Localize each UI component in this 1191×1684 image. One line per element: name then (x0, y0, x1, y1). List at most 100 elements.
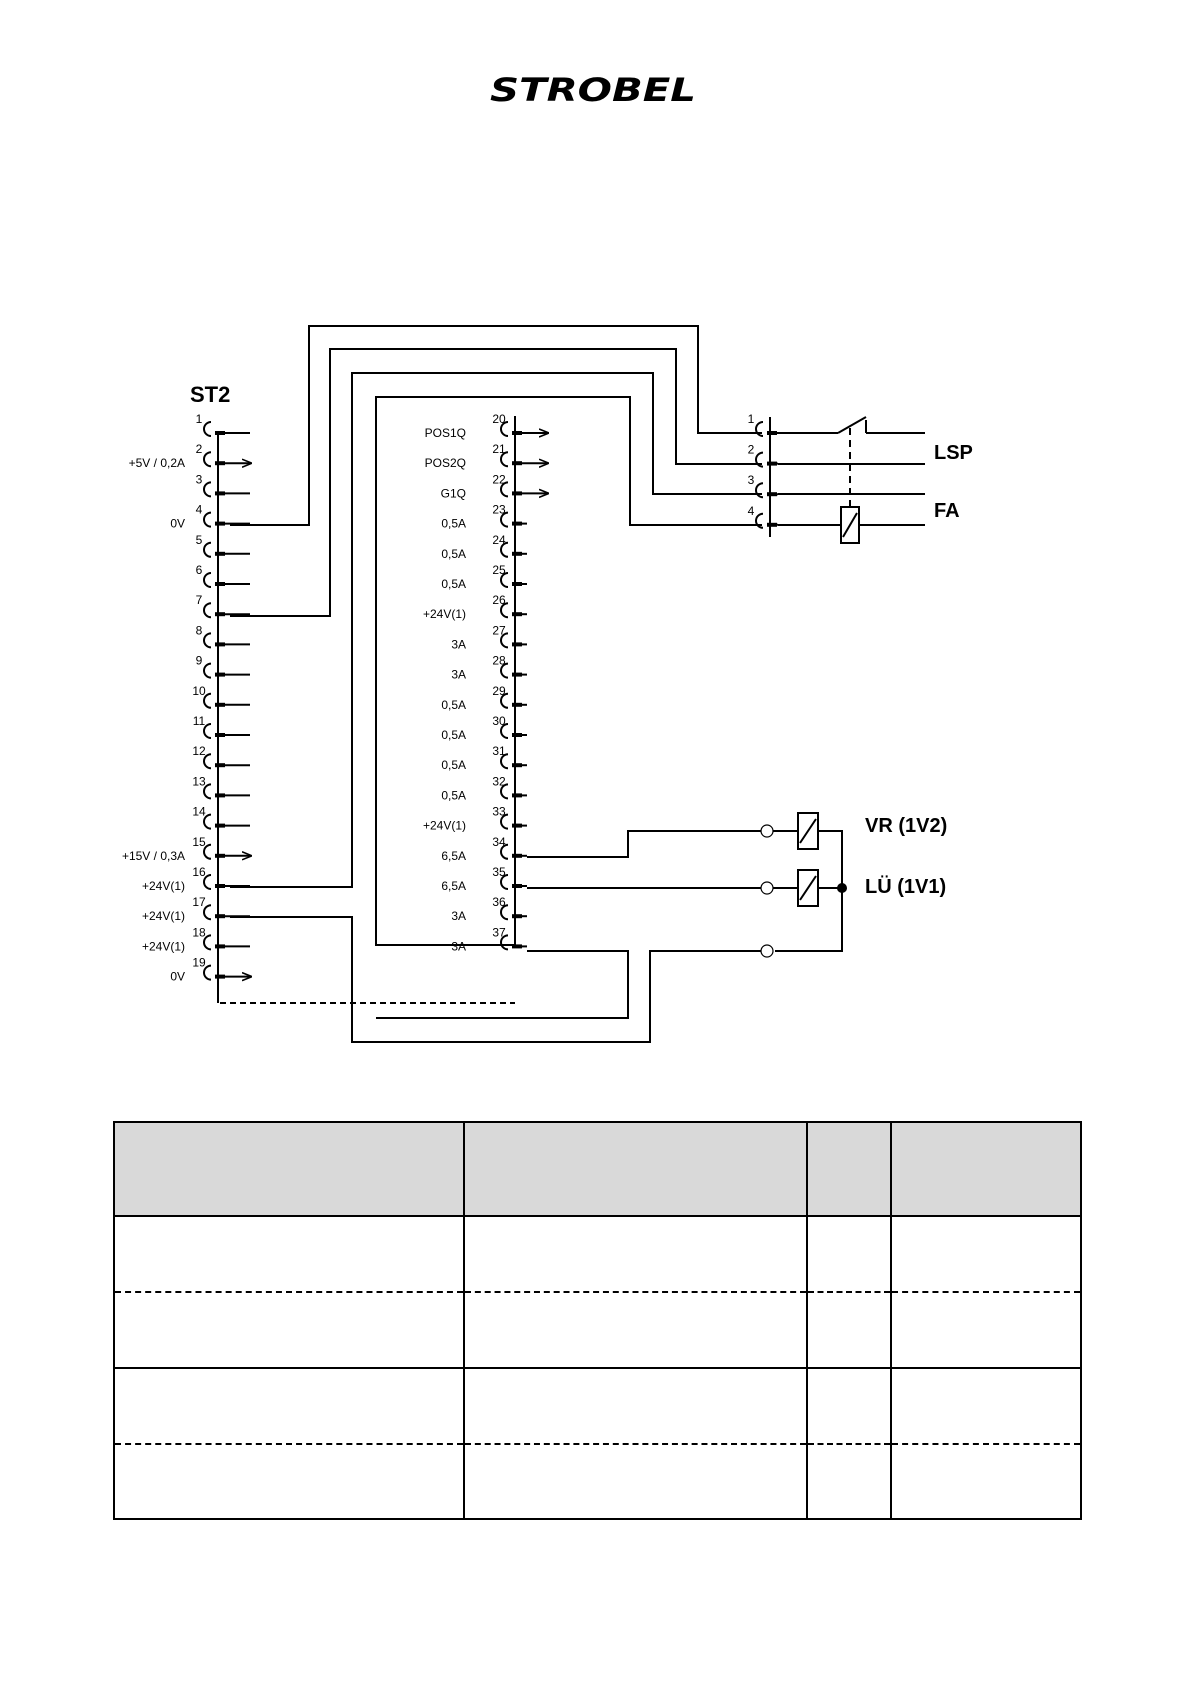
right-pin-number: 30 (492, 714, 506, 728)
table-cell (113, 1368, 465, 1445)
wire-pin-34-to-vr (527, 830, 762, 858)
right-pin-label: 0,5A (441, 788, 466, 802)
right-pin-number: 20 (492, 412, 506, 426)
terminal-common (760, 944, 774, 958)
table-cell (113, 1444, 465, 1520)
table-row (113, 1292, 1082, 1369)
right-pin-number: 26 (492, 593, 506, 607)
right-pin-label: 0,5A (441, 517, 466, 531)
st2-pin-2 (203, 451, 251, 466)
table-cell (890, 1368, 1082, 1445)
st2-pin-number: 15 (192, 835, 206, 849)
st2-pin-number: 19 (192, 956, 206, 970)
right-pin-label: 0,5A (441, 728, 466, 742)
right-pin-number: 28 (492, 654, 506, 668)
wire-pin-20-to-device-4 (375, 396, 762, 946)
right-pin-26 (500, 602, 527, 619)
lu-label: LÜ (1V1) (865, 875, 946, 898)
device-pin-number: 4 (748, 504, 755, 518)
wire-pin-37-loop (376, 950, 629, 1019)
table-header-cell (890, 1121, 1082, 1217)
st2-pin-7 (203, 602, 250, 619)
right-pin-number: 24 (492, 533, 506, 547)
right-pin-label: 3A (451, 939, 466, 953)
device-pin-4 (755, 512, 778, 529)
right-pin-23 (500, 511, 527, 528)
st2-pin-4 (203, 511, 250, 528)
right-pin-label: 3A (451, 668, 466, 682)
right-pin-label: POS1Q (425, 426, 466, 440)
table-cell (890, 1216, 1082, 1293)
st2-pin-number: 12 (192, 744, 206, 758)
table-cell (806, 1292, 892, 1369)
right-connector-pins: 20POS1Q21POS2Q22G1Q230,5A240,5A250,5A26+… (423, 412, 548, 953)
wire-st2-17-loop (230, 916, 765, 1043)
st2-pin-label: +24V(1) (142, 909, 185, 923)
terminal-lu (760, 881, 774, 895)
right-pin-number: 35 (492, 865, 506, 879)
right-pin-number: 36 (492, 895, 506, 909)
st2-pin-label: +24V(1) (142, 879, 185, 893)
right-pin-number: 27 (492, 623, 506, 637)
table-cell (463, 1292, 808, 1369)
wire-st2-16-to-device-3 (230, 372, 762, 888)
right-pin-31 (500, 753, 527, 770)
right-pin-28 (500, 662, 527, 679)
table-cell (890, 1292, 1082, 1369)
info-table (113, 1121, 1082, 1520)
st2-pin-number: 4 (196, 503, 203, 517)
st2-pin-14 (203, 813, 250, 830)
st2-pin-label: +24V(1) (142, 939, 185, 953)
st2-pin-1 (203, 421, 250, 437)
table-cell (463, 1368, 808, 1445)
right-pin-27 (500, 632, 527, 649)
junction-dot (837, 883, 847, 893)
st2-pin-6 (203, 572, 250, 588)
lu-valve-coil (773, 869, 819, 907)
st2-title: ST2 (190, 382, 230, 407)
st2-pin-19 (203, 964, 251, 980)
right-pin-number: 34 (492, 835, 506, 849)
st2-pin-15 (203, 843, 251, 859)
device-pin-number: 2 (748, 443, 755, 457)
vr-label: VR (1V2) (865, 815, 947, 837)
device-pin-number: 3 (748, 473, 755, 487)
right-pin-33 (500, 813, 527, 830)
wire-st2-4-to-device-1 (230, 325, 762, 526)
right-pin-36 (500, 904, 527, 921)
table-cell (806, 1368, 892, 1445)
right-pin-22 (500, 481, 548, 496)
device-pin-number: 1 (748, 412, 755, 426)
st2-pin-number: 1 (196, 412, 203, 426)
st2-pin-number: 18 (192, 925, 206, 939)
right-pin-number: 29 (492, 684, 506, 698)
strobel-logo: STROBEL (490, 71, 696, 109)
right-pin-35 (500, 874, 527, 890)
right-pin-label: 3A (451, 637, 466, 651)
right-pin-21 (500, 451, 548, 466)
table-header-cell (113, 1121, 465, 1217)
device-pin-2 (755, 451, 778, 468)
right-pin-37 (500, 934, 527, 951)
table-row (113, 1444, 1082, 1520)
right-pin-label: 0,5A (441, 698, 466, 712)
table-row (113, 1216, 1082, 1293)
table-row (113, 1368, 1082, 1445)
device-connector-pins: 1 2 3 4 (748, 412, 778, 529)
right-pin-32 (500, 783, 527, 800)
fa-label: FA (934, 500, 960, 522)
device-pin-1 (755, 421, 778, 437)
st2-pin-number: 6 (196, 563, 203, 577)
table-cell (806, 1444, 892, 1520)
right-pin-20 (500, 421, 548, 436)
st2-pin-number: 5 (196, 533, 203, 547)
right-pin-label: 0,5A (441, 547, 466, 561)
table-header-cell (806, 1121, 892, 1217)
fa-coil (778, 493, 925, 544)
right-pin-label: 0,5A (441, 577, 466, 591)
right-pin-label: 3A (451, 909, 466, 923)
st2-pin-9 (203, 662, 250, 679)
right-pin-30 (500, 723, 527, 739)
table-cell (806, 1216, 892, 1293)
